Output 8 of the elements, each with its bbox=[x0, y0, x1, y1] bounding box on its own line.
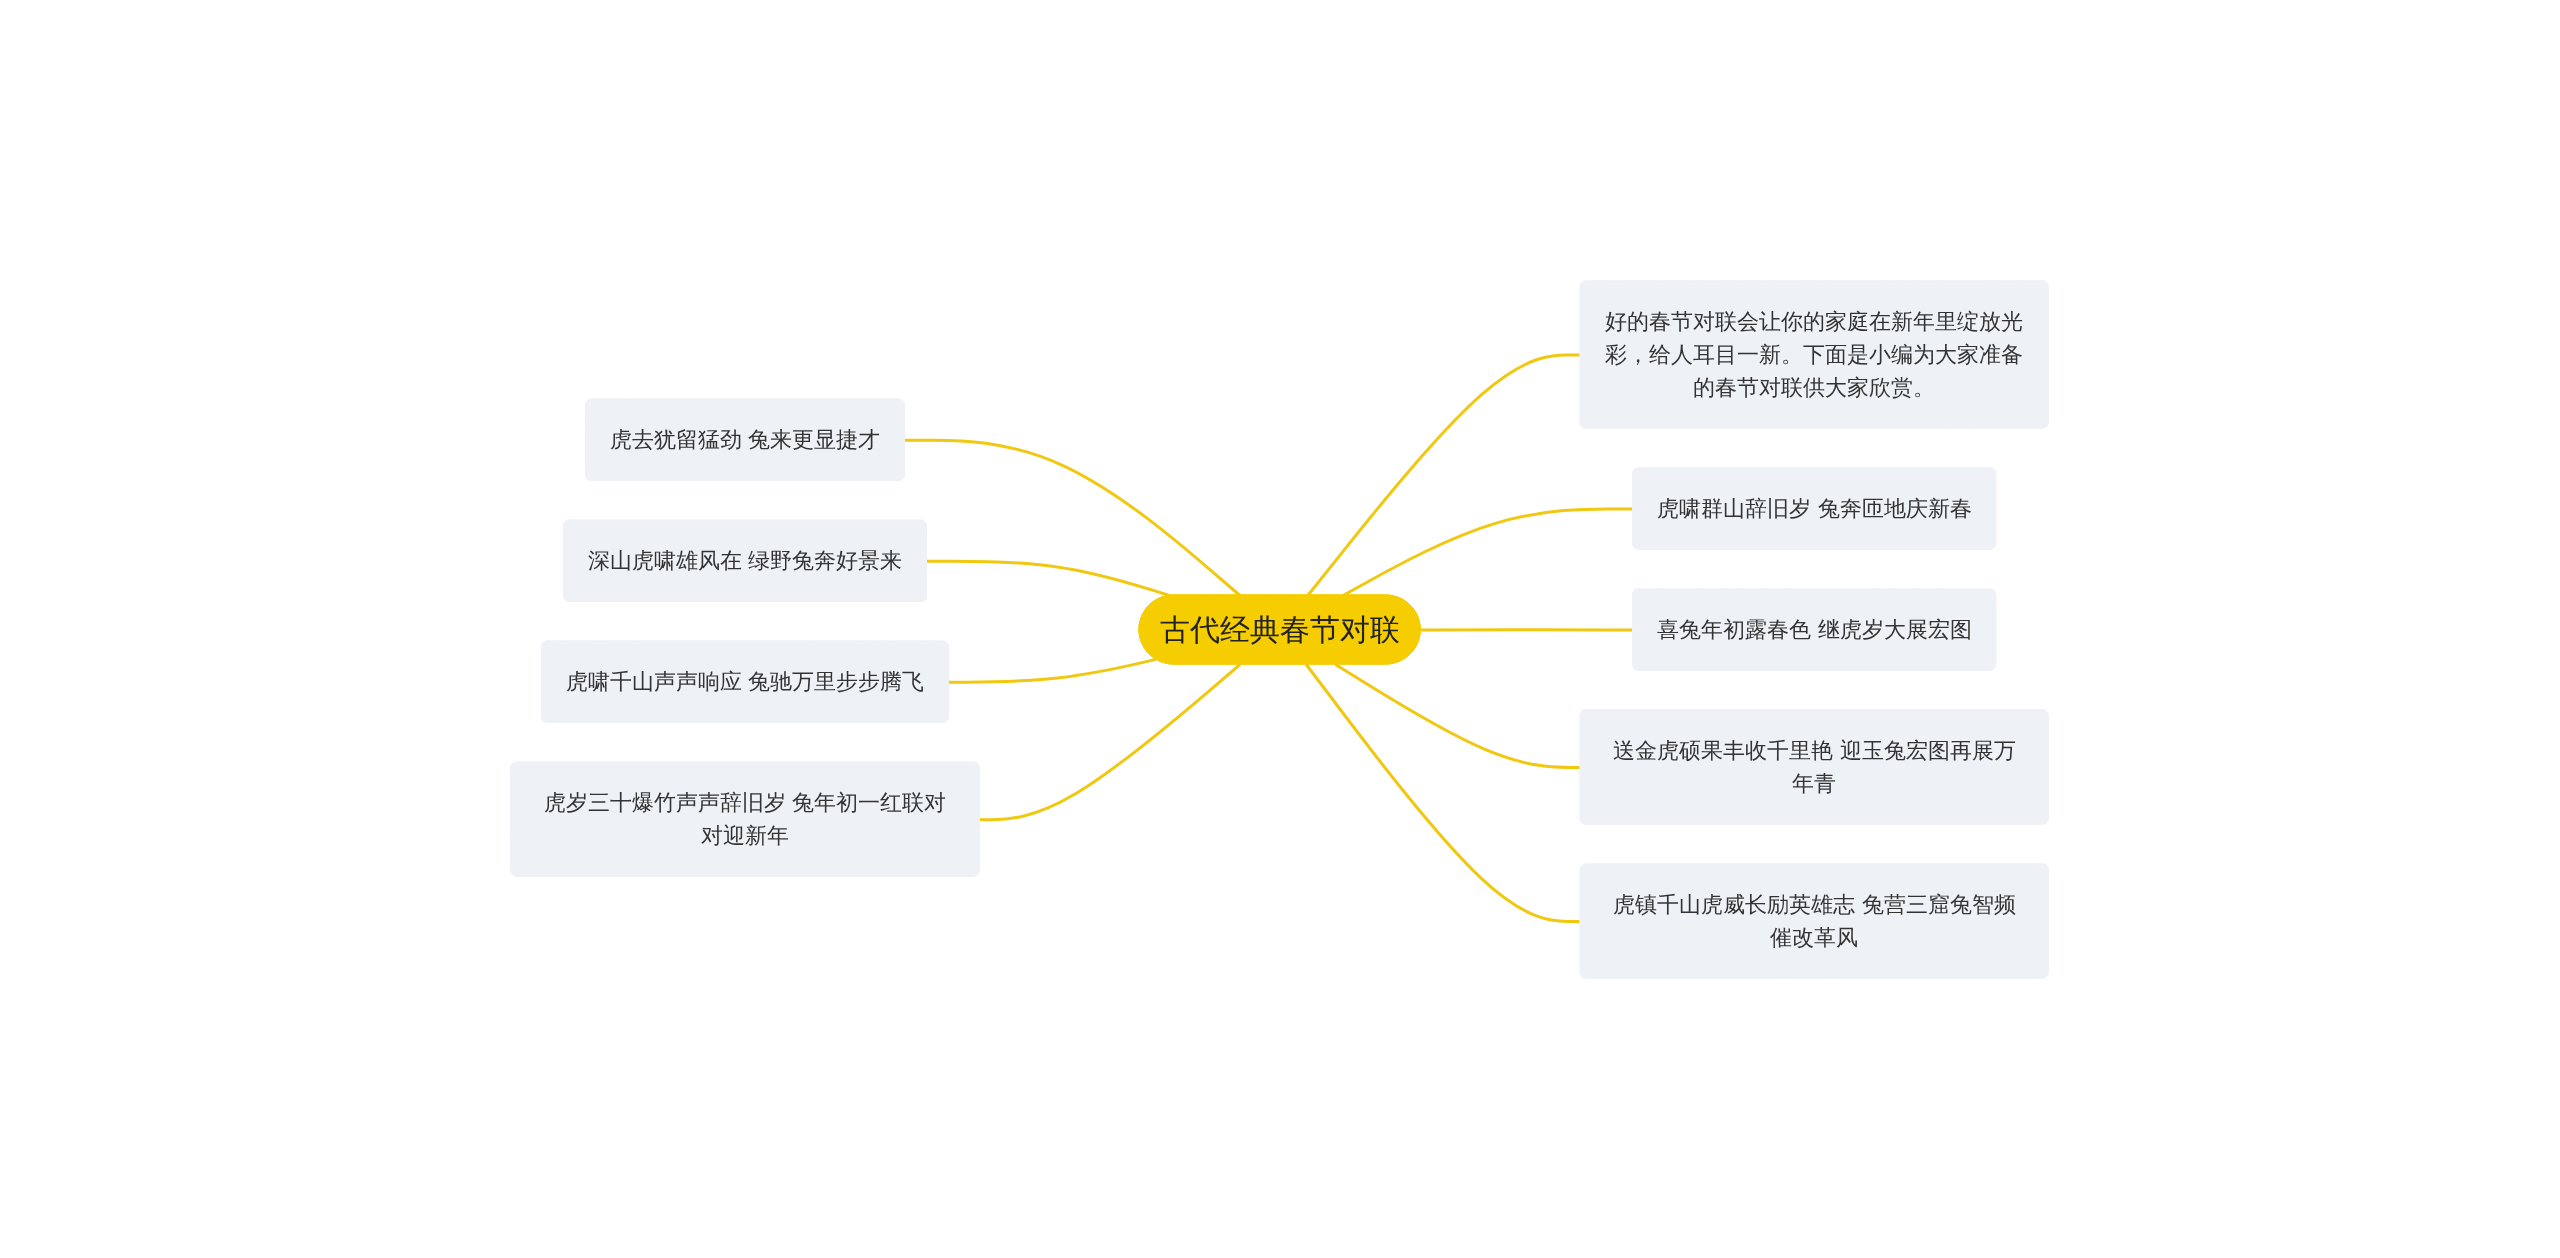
connector bbox=[1421, 627, 1634, 631]
connector bbox=[949, 657, 1157, 684]
connector bbox=[979, 662, 1242, 821]
connector bbox=[1305, 663, 1582, 923]
connector bbox=[1335, 662, 1582, 769]
connector bbox=[927, 559, 1171, 597]
connector bbox=[905, 438, 1242, 597]
connector bbox=[1307, 352, 1582, 596]
